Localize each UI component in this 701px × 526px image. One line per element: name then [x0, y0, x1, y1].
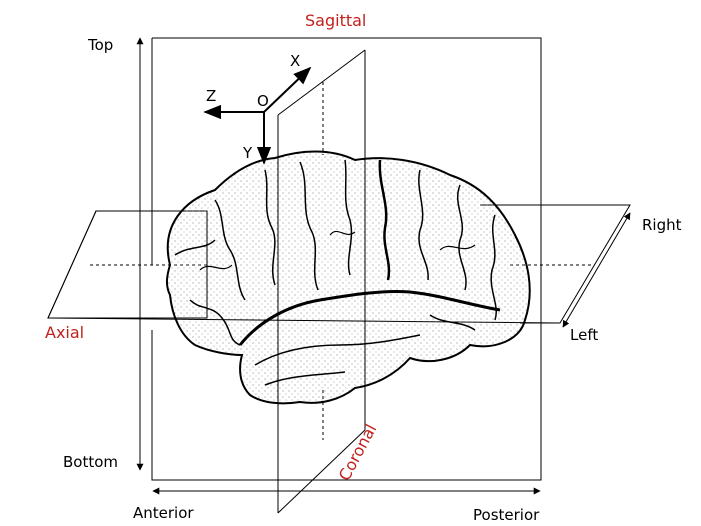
- x-axis-label: X: [290, 52, 300, 70]
- sagittal-plane: [151, 37, 542, 481]
- top-label: Top: [87, 36, 113, 54]
- posterior-label: Posterior: [473, 506, 540, 524]
- anterior-label: Anterior: [133, 504, 194, 522]
- origin-label: O: [257, 92, 269, 110]
- y-axis-label: Y: [242, 144, 253, 162]
- sagittal-label: Sagittal: [305, 11, 366, 30]
- bottom-label: Bottom: [63, 453, 118, 471]
- z-axis-label: Z: [206, 87, 216, 105]
- xyz-axes: O X Z Y: [203, 52, 312, 165]
- brain-illustration: [166, 150, 531, 405]
- right-left-arrow: [562, 212, 631, 328]
- x-axis-arrow: [263, 66, 312, 113]
- axial-label: Axial: [45, 323, 84, 342]
- right-label: Right: [642, 216, 682, 234]
- left-label: Left: [570, 326, 598, 344]
